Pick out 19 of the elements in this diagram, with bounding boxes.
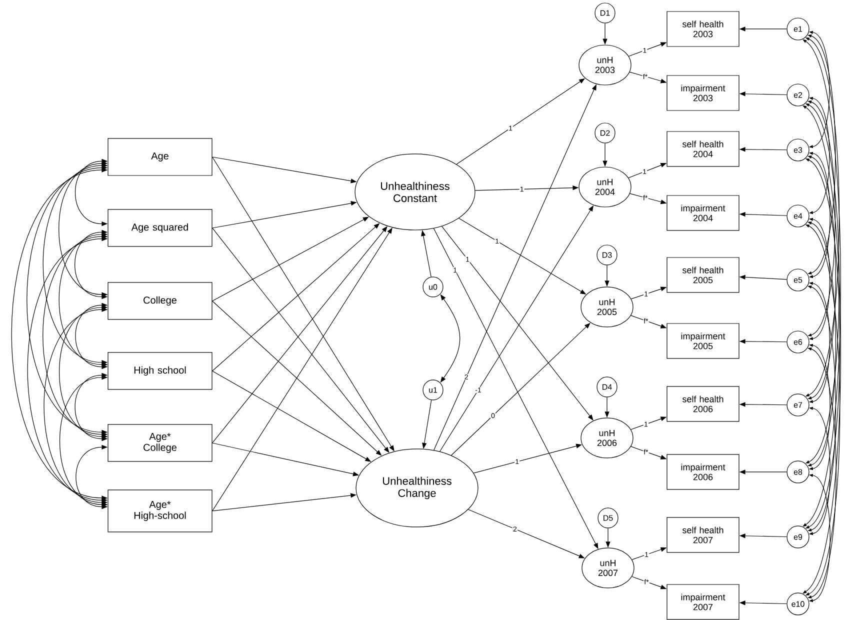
- variable-box: Age* College: [108, 424, 212, 462]
- variable-box: self health 2006: [666, 386, 740, 422]
- path-arrow: [212, 228, 392, 512]
- variable-box: impairment 2007: [666, 584, 740, 620]
- path-arrow: [212, 216, 369, 302]
- variable-box: self health 2005: [666, 257, 740, 293]
- variable-box: self health 2004: [666, 131, 740, 167]
- variable-box: self health 2007: [666, 517, 740, 553]
- variable-box: impairment 2004: [666, 195, 740, 231]
- variable-box: impairment 2005: [666, 323, 740, 359]
- variable-box: self health 2003: [666, 11, 740, 47]
- variable-box: Age* High-school: [108, 490, 212, 532]
- variable-box: High school: [108, 352, 212, 390]
- variable-box: impairment 2003: [666, 75, 740, 111]
- variable-box: impairment 2006: [666, 454, 740, 490]
- variable-box: Age squared: [108, 209, 212, 247]
- path-arrow: [212, 156, 394, 452]
- variable-box: Age: [108, 138, 212, 176]
- variable-box: College: [108, 282, 212, 320]
